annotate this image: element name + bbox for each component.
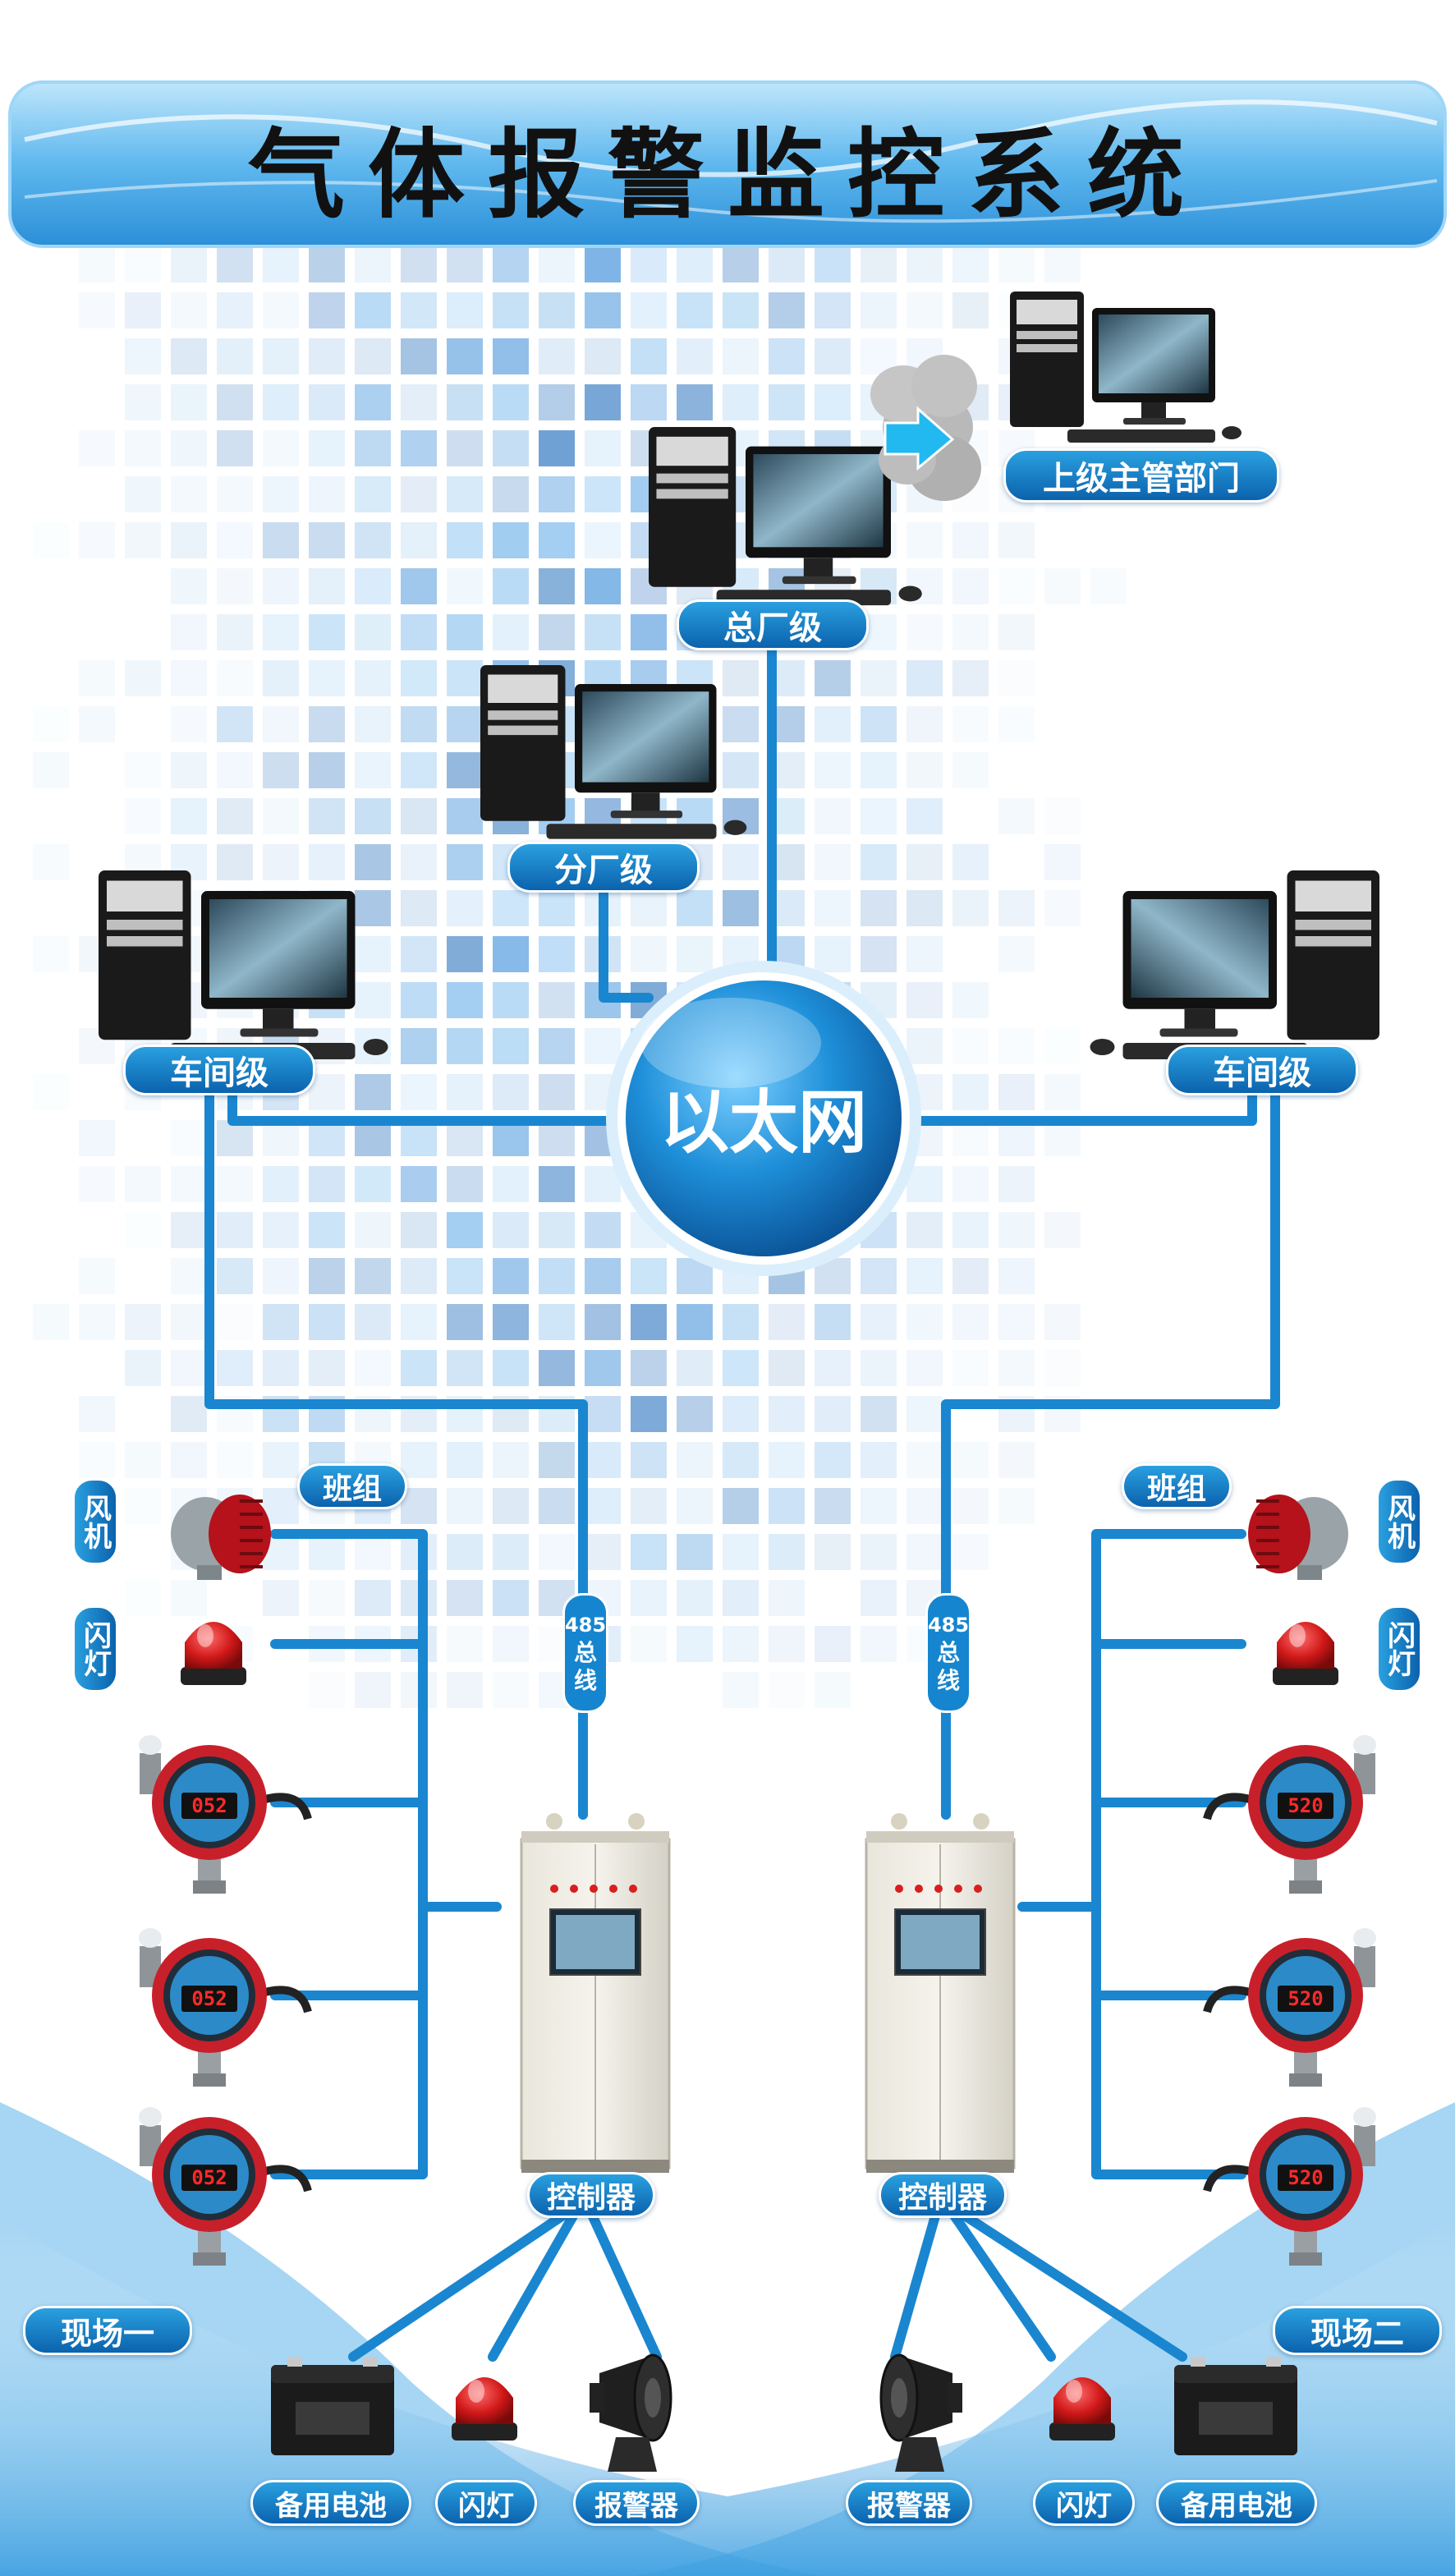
detector-reading: 052 [191, 2166, 227, 2189]
computer-icon [1010, 292, 1242, 443]
alarm-left-label: 报警器 [573, 2480, 700, 2526]
branch-plant-label: 分厂级 [507, 842, 700, 893]
bus-label-right: 485 总 线 [925, 1593, 971, 1713]
bus-char-1: 总 [573, 1639, 597, 1666]
battery-icon [271, 2357, 394, 2455]
battery-right-label: 备用电池 [1156, 2480, 1317, 2526]
head-plant-label: 总厂级 [677, 599, 869, 650]
team-right-label: 班组 [1122, 1463, 1232, 1509]
flash-bottom-left-icon [452, 2377, 517, 2441]
page-title: 气体报警监控系统 [247, 117, 1207, 232]
gas-detector-icon: 520 [1203, 1928, 1376, 2087]
arrow-icon [884, 406, 955, 471]
computer-icon [480, 665, 747, 839]
detector-reading: 052 [191, 1987, 227, 2010]
site-one-label: 现场一 [23, 2306, 192, 2355]
bus-char-2: 线 [573, 1667, 597, 1694]
gas-detector-icon: 052 [139, 2107, 312, 2266]
computer-icon [1090, 870, 1379, 1059]
alarm-siren-icon [879, 2353, 962, 2472]
superior-dept-label: 上级主管部门 [1003, 448, 1279, 503]
gas-detector-icon: 520 [1203, 1735, 1376, 1894]
fan-icon [1248, 1495, 1348, 1580]
beacon-icon [181, 1622, 246, 1685]
fan-right-label: 风机 [1376, 1478, 1422, 1565]
workshop-left-label: 车间级 [123, 1045, 315, 1095]
team-left-label: 班组 [297, 1463, 407, 1509]
flash-left-label: 闪灯 [72, 1605, 118, 1692]
alarm-right-label: 报警器 [846, 2480, 972, 2526]
flash-bottom-right-label: 闪灯 [1033, 2480, 1135, 2526]
detector-reading: 520 [1287, 1794, 1323, 1817]
gas-detector-icon: 520 [1203, 2107, 1376, 2266]
site-two-label: 现场二 [1273, 2306, 1442, 2355]
computers-group [99, 292, 1379, 1059]
detector-reading: 520 [1287, 2166, 1323, 2189]
controller-cabinet-icon [865, 1813, 1016, 2173]
detector-reading: 052 [191, 1794, 227, 1817]
gas-detector-icon: 052 [139, 1928, 312, 2087]
flash-right-label: 闪灯 [1376, 1605, 1422, 1692]
beacon-icon [1273, 1622, 1338, 1685]
bus-number: 485 [564, 1614, 607, 1637]
battery-left-label: 备用电池 [250, 2480, 411, 2526]
bus-label-left: 485 总 线 [562, 1593, 608, 1713]
bus-number: 485 [927, 1614, 970, 1637]
controller-right-label: 控制器 [879, 2172, 1007, 2218]
battery-icon [1174, 2357, 1297, 2455]
fan-icon [171, 1495, 271, 1580]
controller-cabinet-icon [520, 1813, 671, 2173]
bus-char-1: 总 [936, 1639, 960, 1666]
gas-detector-icon: 052 [139, 1735, 312, 1894]
bus-char-2: 线 [936, 1667, 960, 1694]
flash-bottom-right-icon [1049, 2377, 1115, 2441]
detector-reading: 520 [1287, 1987, 1323, 2010]
controller-left-label: 控制器 [527, 2172, 655, 2218]
ethernet-label: 以太网 [659, 1081, 867, 1163]
alarm-siren-icon [590, 2353, 672, 2472]
flash-bottom-left-label: 闪灯 [435, 2480, 537, 2526]
workshop-right-label: 车间级 [1166, 1045, 1358, 1095]
ethernet-sphere [606, 961, 921, 1276]
fan-left-label: 风机 [72, 1478, 118, 1565]
